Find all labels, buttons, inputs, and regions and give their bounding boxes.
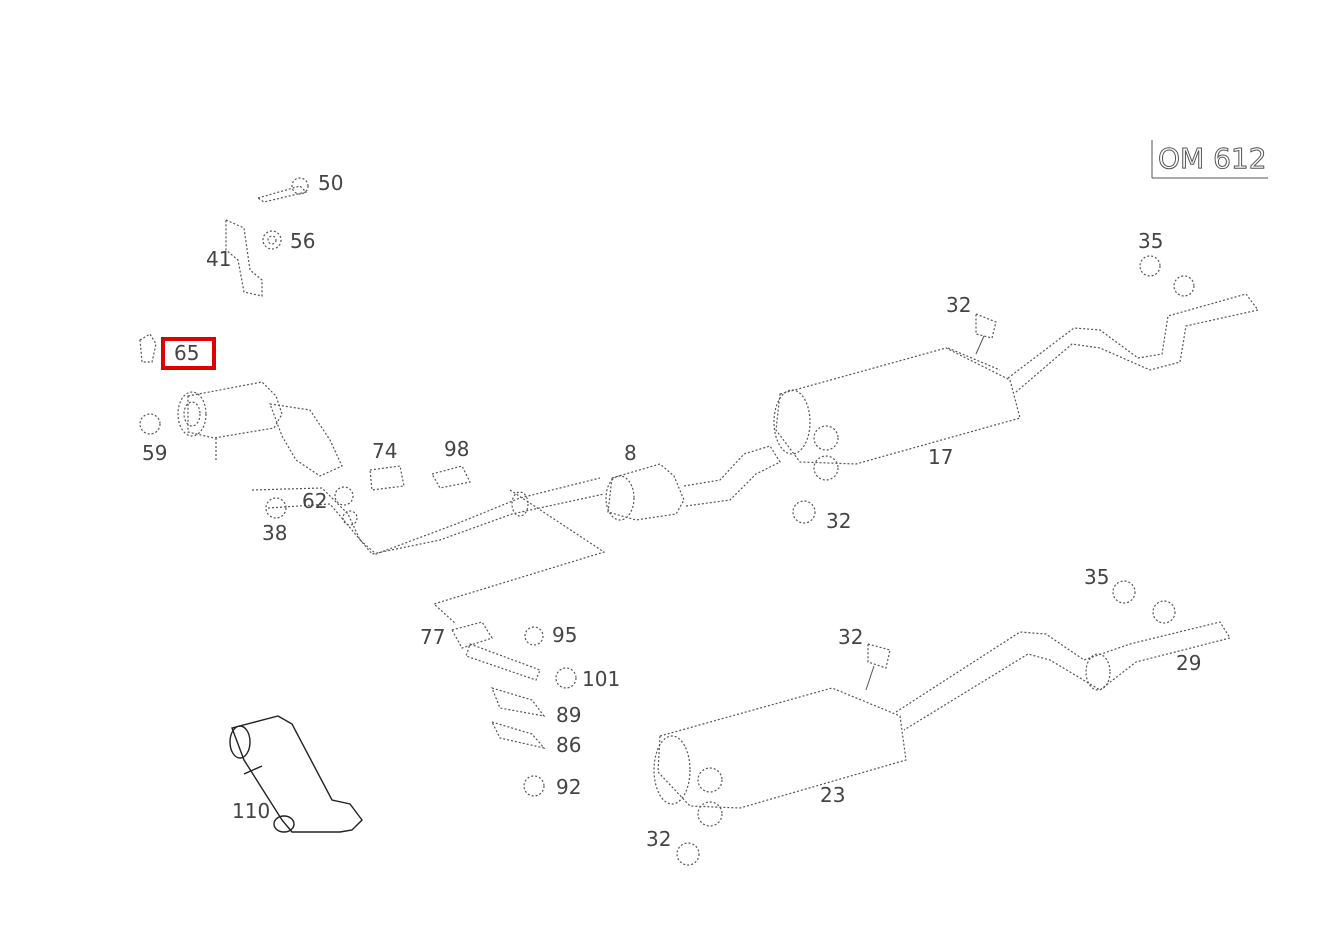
bracket-assembly <box>225 177 309 297</box>
label-29[interactable]: 29 <box>1176 651 1201 675</box>
label-35-top[interactable]: 35 <box>1138 229 1163 253</box>
label-110[interactable]: 110 <box>232 799 270 823</box>
part-labels: 50 56 41 65 59 74 98 8 62 38 17 32 32 35… <box>142 171 1201 851</box>
label-32-top[interactable]: 32 <box>946 293 971 317</box>
label-77[interactable]: 77 <box>420 625 445 649</box>
hanger-parts <box>451 621 577 797</box>
label-95[interactable]: 95 <box>552 623 577 647</box>
front-converter <box>139 381 343 477</box>
middle-converter <box>605 445 781 521</box>
rear-muffler-upper <box>773 255 1260 524</box>
rear-muffler-lower <box>653 580 1231 866</box>
label-23[interactable]: 23 <box>820 783 845 807</box>
label-86[interactable]: 86 <box>556 733 581 757</box>
label-41[interactable]: 41 <box>206 247 231 271</box>
label-62[interactable]: 62 <box>302 489 327 513</box>
label-59[interactable]: 59 <box>142 441 167 465</box>
engine-badge: OM 612 <box>1151 140 1268 179</box>
label-32-bottom[interactable]: 32 <box>646 827 671 851</box>
label-32-mid[interactable]: 32 <box>826 509 851 533</box>
label-38[interactable]: 38 <box>262 521 287 545</box>
highlight-box <box>161 337 216 370</box>
label-56[interactable]: 56 <box>290 229 315 253</box>
label-65[interactable]: 65 <box>174 341 199 365</box>
label-98[interactable]: 98 <box>444 437 469 461</box>
label-92[interactable]: 92 <box>556 775 581 799</box>
label-74[interactable]: 74 <box>372 439 397 463</box>
label-35-lower[interactable]: 35 <box>1084 565 1109 589</box>
bolt-65[interactable] <box>139 333 157 363</box>
engine-label: OM 612 <box>1158 142 1267 175</box>
label-101[interactable]: 101 <box>582 667 620 691</box>
converter-110 <box>229 715 363 833</box>
front-pipe <box>251 465 606 625</box>
label-89[interactable]: 89 <box>556 703 581 727</box>
label-8[interactable]: 8 <box>624 441 637 465</box>
label-50[interactable]: 50 <box>318 171 343 195</box>
label-17[interactable]: 17 <box>928 445 953 469</box>
label-32-lower-top[interactable]: 32 <box>838 625 863 649</box>
